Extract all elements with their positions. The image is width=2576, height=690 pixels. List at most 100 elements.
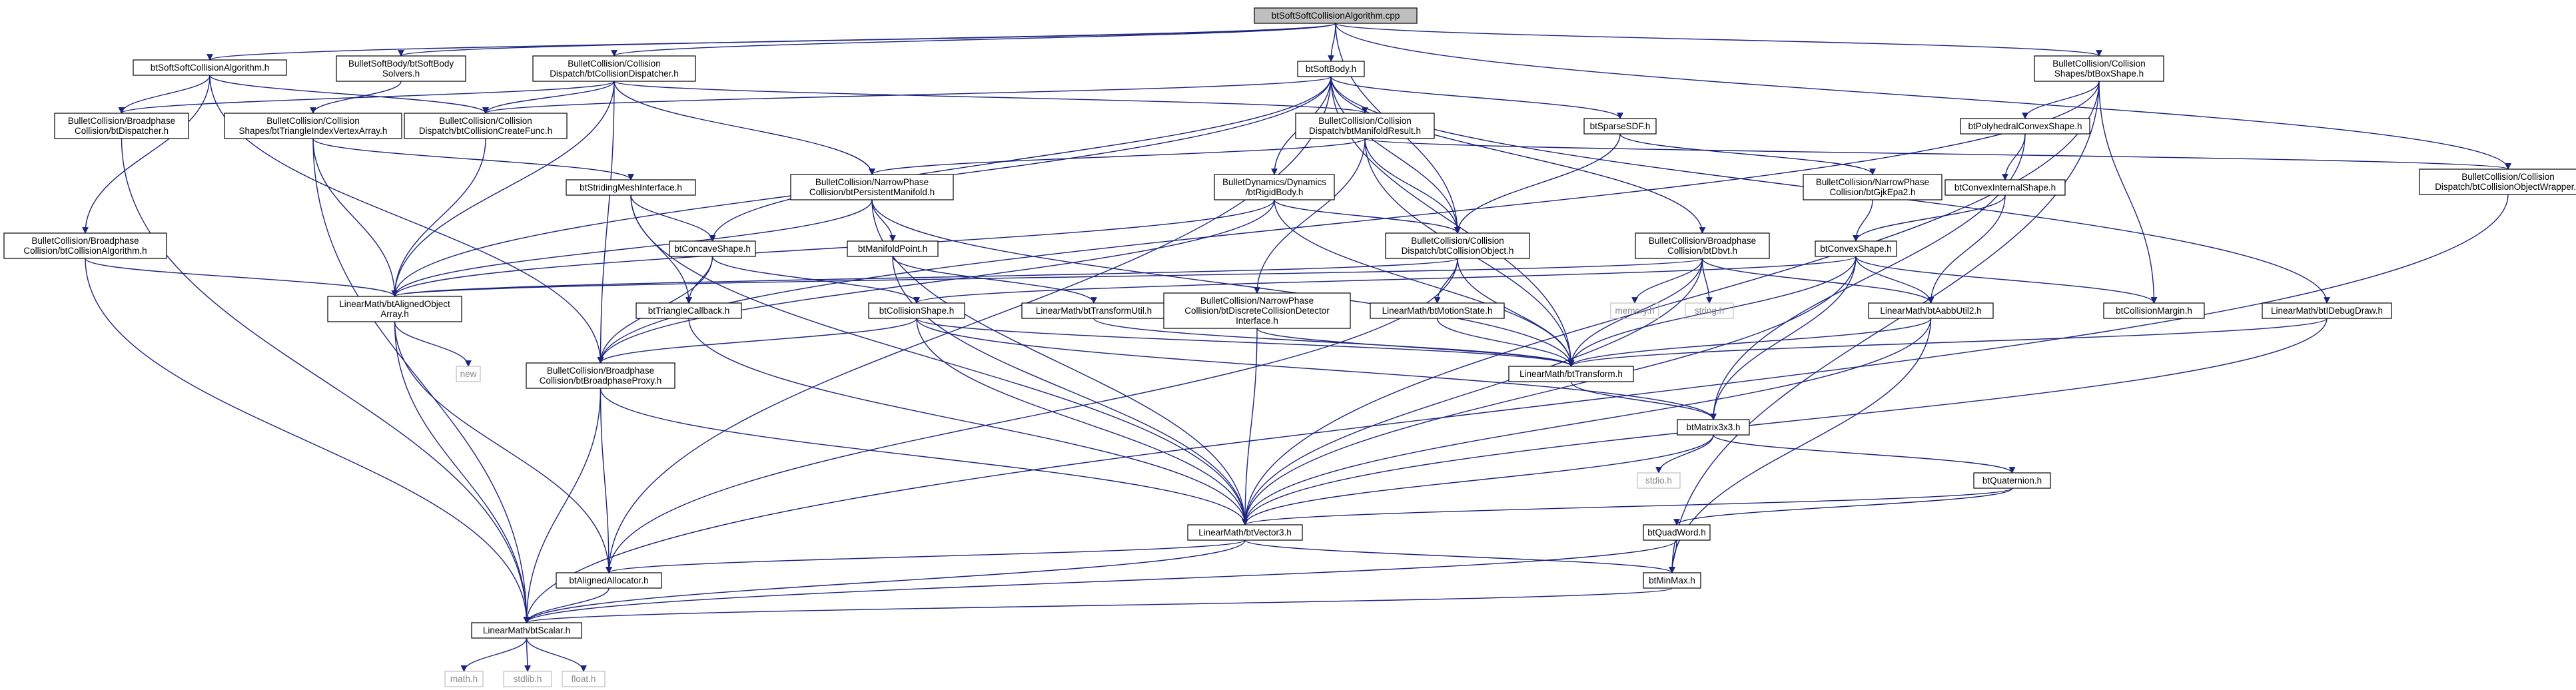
node-boxshape[interactable]: BulletCollision/CollisionShapes/btBoxSha… xyxy=(2034,55,2164,82)
edge-persmanifold-to-vector3 xyxy=(871,199,1248,525)
node-label: BulletDynamics/Dynamics xyxy=(1222,177,1326,187)
node-stdio: stdio.h xyxy=(1637,472,1681,489)
node-bproxy[interactable]: BulletCollision/BroadphaseCollision/btBr… xyxy=(526,362,675,389)
edge-collobject-to-motionstate xyxy=(1434,258,1458,304)
node-label: btQuaternion.h xyxy=(1982,476,2042,486)
node-transform[interactable]: LinearMath/btTransform.h xyxy=(1508,366,1634,382)
edge-trimesh-to-stridingmesh xyxy=(312,138,634,180)
node-vector3[interactable]: LinearMath/btVector3.h xyxy=(1187,524,1303,541)
node-minmax[interactable]: btMinMax.h xyxy=(1643,572,1701,589)
node-box xyxy=(526,362,675,389)
node-aabbutil[interactable]: LinearMath/btAabbUtil2.h xyxy=(1868,302,1994,319)
edge-softbody-to-sparsesdf xyxy=(1330,76,1623,119)
node-convexinternal[interactable]: btConvexInternalShape.h xyxy=(1944,179,2066,196)
node-stdlib: stdlib.h xyxy=(503,671,552,687)
node-objwrapper[interactable]: BulletCollision/CollisionDispatch/btColl… xyxy=(2419,169,2576,195)
node-box xyxy=(847,240,939,257)
edge-colldisp-to-createfunc xyxy=(482,81,615,114)
node-persmanifold[interactable]: BulletCollision/NarrowPhaseCollision/btP… xyxy=(790,174,954,200)
node-rigidbody[interactable]: BulletDynamics/Dynamics/btRigidBody.h xyxy=(1214,174,1335,200)
node-label: BulletSoftBody/btSoftBody xyxy=(348,59,454,69)
node-label: BulletCollision/Collision xyxy=(2052,59,2146,69)
edge-alignedobjarr-to-scalar xyxy=(394,321,530,623)
node-sparsesdf[interactable]: btSparseSDF.h xyxy=(1583,118,1657,135)
node-debugdraw[interactable]: LinearMath/btIDebugDraw.h xyxy=(2262,302,2392,319)
edge-vector3-to-minmax xyxy=(1244,539,1675,573)
edges-layer xyxy=(82,23,2511,672)
node-matrix[interactable]: btMatrix3x3.h xyxy=(1677,419,1750,436)
node-label: Dispatch/btCollisionObject.h xyxy=(1402,246,1514,256)
edge-scalar-to-stdlib xyxy=(524,637,531,672)
node-quadword[interactable]: btQuadWord.h xyxy=(1643,524,1711,541)
node-box xyxy=(471,622,582,639)
edge-trimesh-to-alignedobjarr xyxy=(312,138,398,297)
node-box xyxy=(556,572,662,589)
node-box xyxy=(1803,174,1942,200)
node-manifoldpoint[interactable]: btManifoldPoint.h xyxy=(847,240,939,257)
node-label: btSoftBody.h xyxy=(1306,64,1356,74)
node-box xyxy=(2262,302,2392,319)
edge-motionstate-to-transform xyxy=(1436,318,1575,367)
node-createfunc[interactable]: BulletCollision/CollisionDispatch/btColl… xyxy=(404,113,568,139)
node-box xyxy=(1254,7,1418,24)
node-label: btSoftSoftCollisionAlgorithm.cpp xyxy=(1272,11,1400,21)
node-box xyxy=(1643,572,1701,589)
node-collobject[interactable]: BulletCollision/CollisionDispatch/btColl… xyxy=(1385,232,1530,259)
node-gjkepa[interactable]: BulletCollision/NarrowPhaseCollision/btG… xyxy=(1803,174,1942,200)
node-label: LinearMath/btVector3.h xyxy=(1198,527,1292,537)
edge-convexshape-to-aabbutil xyxy=(1855,256,1934,304)
node-label: BulletCollision/Broadphase xyxy=(1649,236,1756,246)
edge-persmanifold-to-manifoldpoint xyxy=(871,199,896,242)
edge-quaternion-to-quadword xyxy=(1673,488,2013,525)
edge-bpalg-to-alignedobjarr xyxy=(85,258,398,297)
edge-ssalg-to-createfunc xyxy=(209,75,489,114)
node-colldisp[interactable]: BulletCollision/CollisionDispatch/btColl… xyxy=(532,55,696,82)
node-label: Shapes/btTriangleIndexVertexArray.h xyxy=(239,126,388,136)
node-trianglecb[interactable]: btTriangleCallback.h xyxy=(636,302,742,319)
node-label: LinearMath/btScalar.h xyxy=(483,625,570,635)
node-label: btAlignedAllocator.h xyxy=(569,575,648,585)
node-box xyxy=(2419,169,2576,195)
node-label: btMinMax.h xyxy=(1649,575,1695,585)
node-dispatcher[interactable]: BulletCollision/BroadphaseCollision/btDi… xyxy=(54,113,189,139)
node-softbody[interactable]: btSoftBody.h xyxy=(1297,61,1365,77)
edge-manifoldpoint-to-transformutil xyxy=(892,256,1097,304)
node-polyhedral[interactable]: btPolyhedralConvexShape.h xyxy=(1960,118,2090,135)
node-stridingmesh[interactable]: btStridingMeshInterface.h xyxy=(566,179,696,196)
edge-collobject-to-transform xyxy=(1457,258,1575,367)
node-allocator[interactable]: btAlignedAllocator.h xyxy=(556,572,662,589)
node-box xyxy=(669,240,756,257)
node-concave[interactable]: btConcaveShape.h xyxy=(669,240,756,257)
edge-collshape-to-vector3 xyxy=(916,318,1248,525)
edge-quadword-to-minmax xyxy=(1669,539,1677,573)
edge-persmanifold-to-alignedobjarr xyxy=(391,199,873,297)
node-convexshape[interactable]: btConvexShape.h xyxy=(1815,240,1897,257)
node-box xyxy=(1637,472,1681,489)
edge-softbody-to-dbvt xyxy=(1330,76,1706,234)
node-quaternion[interactable]: btQuaternion.h xyxy=(1973,472,2051,489)
node-label: Collision/btGjkEpa2.h xyxy=(1829,187,1915,197)
edge-aabbutil-to-minmax xyxy=(1669,318,1932,573)
edge-root-to-softbody xyxy=(1328,23,1336,62)
node-bpalg[interactable]: BulletCollision/BroadphaseCollision/btCo… xyxy=(3,232,167,259)
node-transformutil[interactable]: LinearMath/btTransformUtil.h xyxy=(1021,302,1166,319)
node-collmargin[interactable]: btCollisionMargin.h xyxy=(2103,302,2205,319)
node-discretecoll[interactable]: BulletCollision/NarrowPhaseCollision/btD… xyxy=(1163,292,1351,329)
node-scalar[interactable]: LinearMath/btScalar.h xyxy=(471,622,582,639)
node-trimesh[interactable]: BulletCollision/CollisionShapes/btTriang… xyxy=(224,113,402,139)
node-motionstate[interactable]: LinearMath/btMotionState.h xyxy=(1370,302,1505,319)
node-ssalg[interactable]: btSoftSoftCollisionAlgorithm.h xyxy=(133,59,287,76)
node-dbvt[interactable]: BulletCollision/BroadphaseCollision/btDb… xyxy=(1635,232,1770,259)
edge-convexshape-to-vector3 xyxy=(1242,256,1857,525)
node-label: BulletCollision/Broadphase xyxy=(68,116,175,126)
edge-alignedobjarr-to-new xyxy=(394,321,472,367)
node-label: LinearMath/btAlignedObject xyxy=(339,299,450,309)
node-label: Dispatch/btCollisionObjectWrapper.h xyxy=(2435,182,2576,192)
edge-colldisp-to-alignedobjarr xyxy=(391,81,615,297)
node-manifoldresult[interactable]: BulletCollision/CollisionDispatch/btMani… xyxy=(1295,113,1435,139)
node-collshape[interactable]: btCollisionShape.h xyxy=(868,302,965,319)
node-label: BulletCollision/Collision xyxy=(1411,236,1504,246)
node-root[interactable]: btSoftSoftCollisionAlgorithm.cpp xyxy=(1254,7,1418,24)
